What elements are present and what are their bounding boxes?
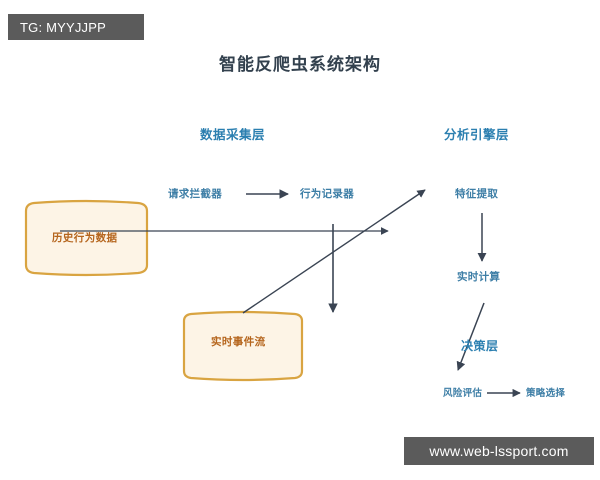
page-title: 智能反爬虫系统架构 — [219, 55, 381, 74]
node-request-interceptor: 请求拦截器 — [168, 188, 222, 200]
box-realtime-event-stream — [182, 310, 304, 382]
layer-heading-analysis-engine: 分析引擎层 — [444, 128, 510, 142]
edge-stream-to-feature — [242, 189, 426, 314]
node-realtime-computation: 实时计算 — [457, 271, 501, 283]
box-label-history-behavior-data: 历史行为数据 — [52, 232, 118, 244]
layer-heading-data-collection: 数据采集层 — [200, 128, 266, 142]
node-feature-extraction: 特征提取 — [455, 188, 499, 200]
watermark-telegram: TG: MYYJJPP — [8, 14, 144, 40]
box-label-realtime-event-stream: 实时事件流 — [211, 336, 266, 348]
watermark-website-url: www.web-lssport.com — [404, 437, 594, 465]
node-behavior-recorder: 行为记录器 — [300, 188, 354, 200]
node-risk-assessment: 风险评估 — [443, 388, 483, 399]
layer-heading-decision: 决策层 — [461, 339, 499, 353]
edge-realtime-to-decision — [456, 302, 485, 371]
box-history-behavior-data — [24, 199, 149, 277]
node-strategy-selection: 策略选择 — [526, 388, 566, 399]
